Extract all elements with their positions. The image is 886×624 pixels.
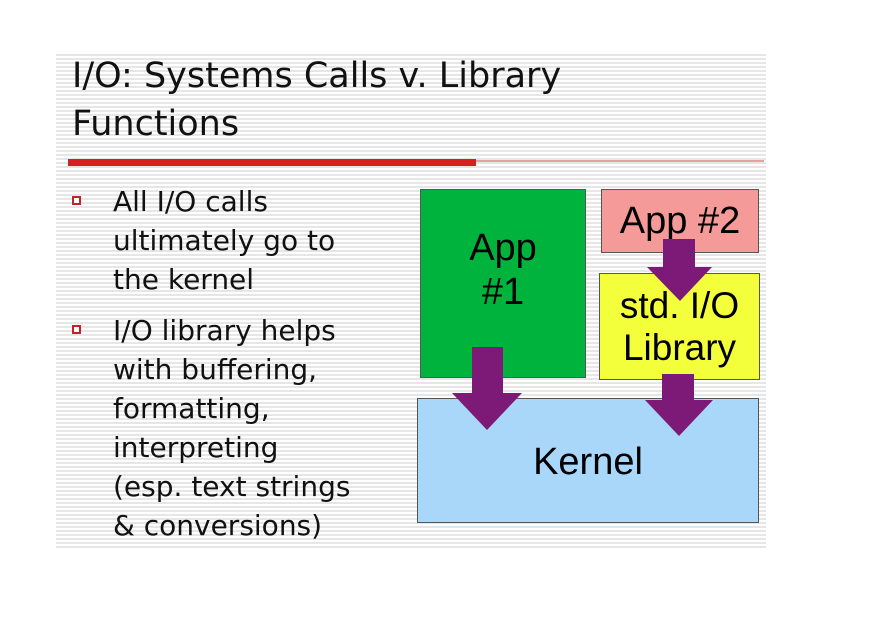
slide-title: I/O: Systems Calls v. Library Functions [72,56,562,144]
stdio-library-box: std. I/O Library [599,273,760,380]
stdio-library-label: std. I/O Library [619,284,740,368]
app1-label: App #1 [469,226,537,313]
kernel-label: Kernel [533,441,643,483]
app2-label: App #2 [619,199,741,242]
kernel-box: Kernel [417,398,759,523]
bullet-text: All I/O calls ultimately go to the kerne… [113,185,336,296]
bullet-square-icon [72,196,81,205]
slide: I/O: Systems Calls v. Library Functions … [56,52,766,548]
bullet-text: I/O library helps with buffering, format… [113,314,351,542]
app1-box: App #1 [420,189,586,378]
title-underline-red [68,159,476,166]
bullet-square-icon [72,325,81,334]
app2-box: App #2 [601,189,759,253]
title-underline-thin [476,160,764,162]
